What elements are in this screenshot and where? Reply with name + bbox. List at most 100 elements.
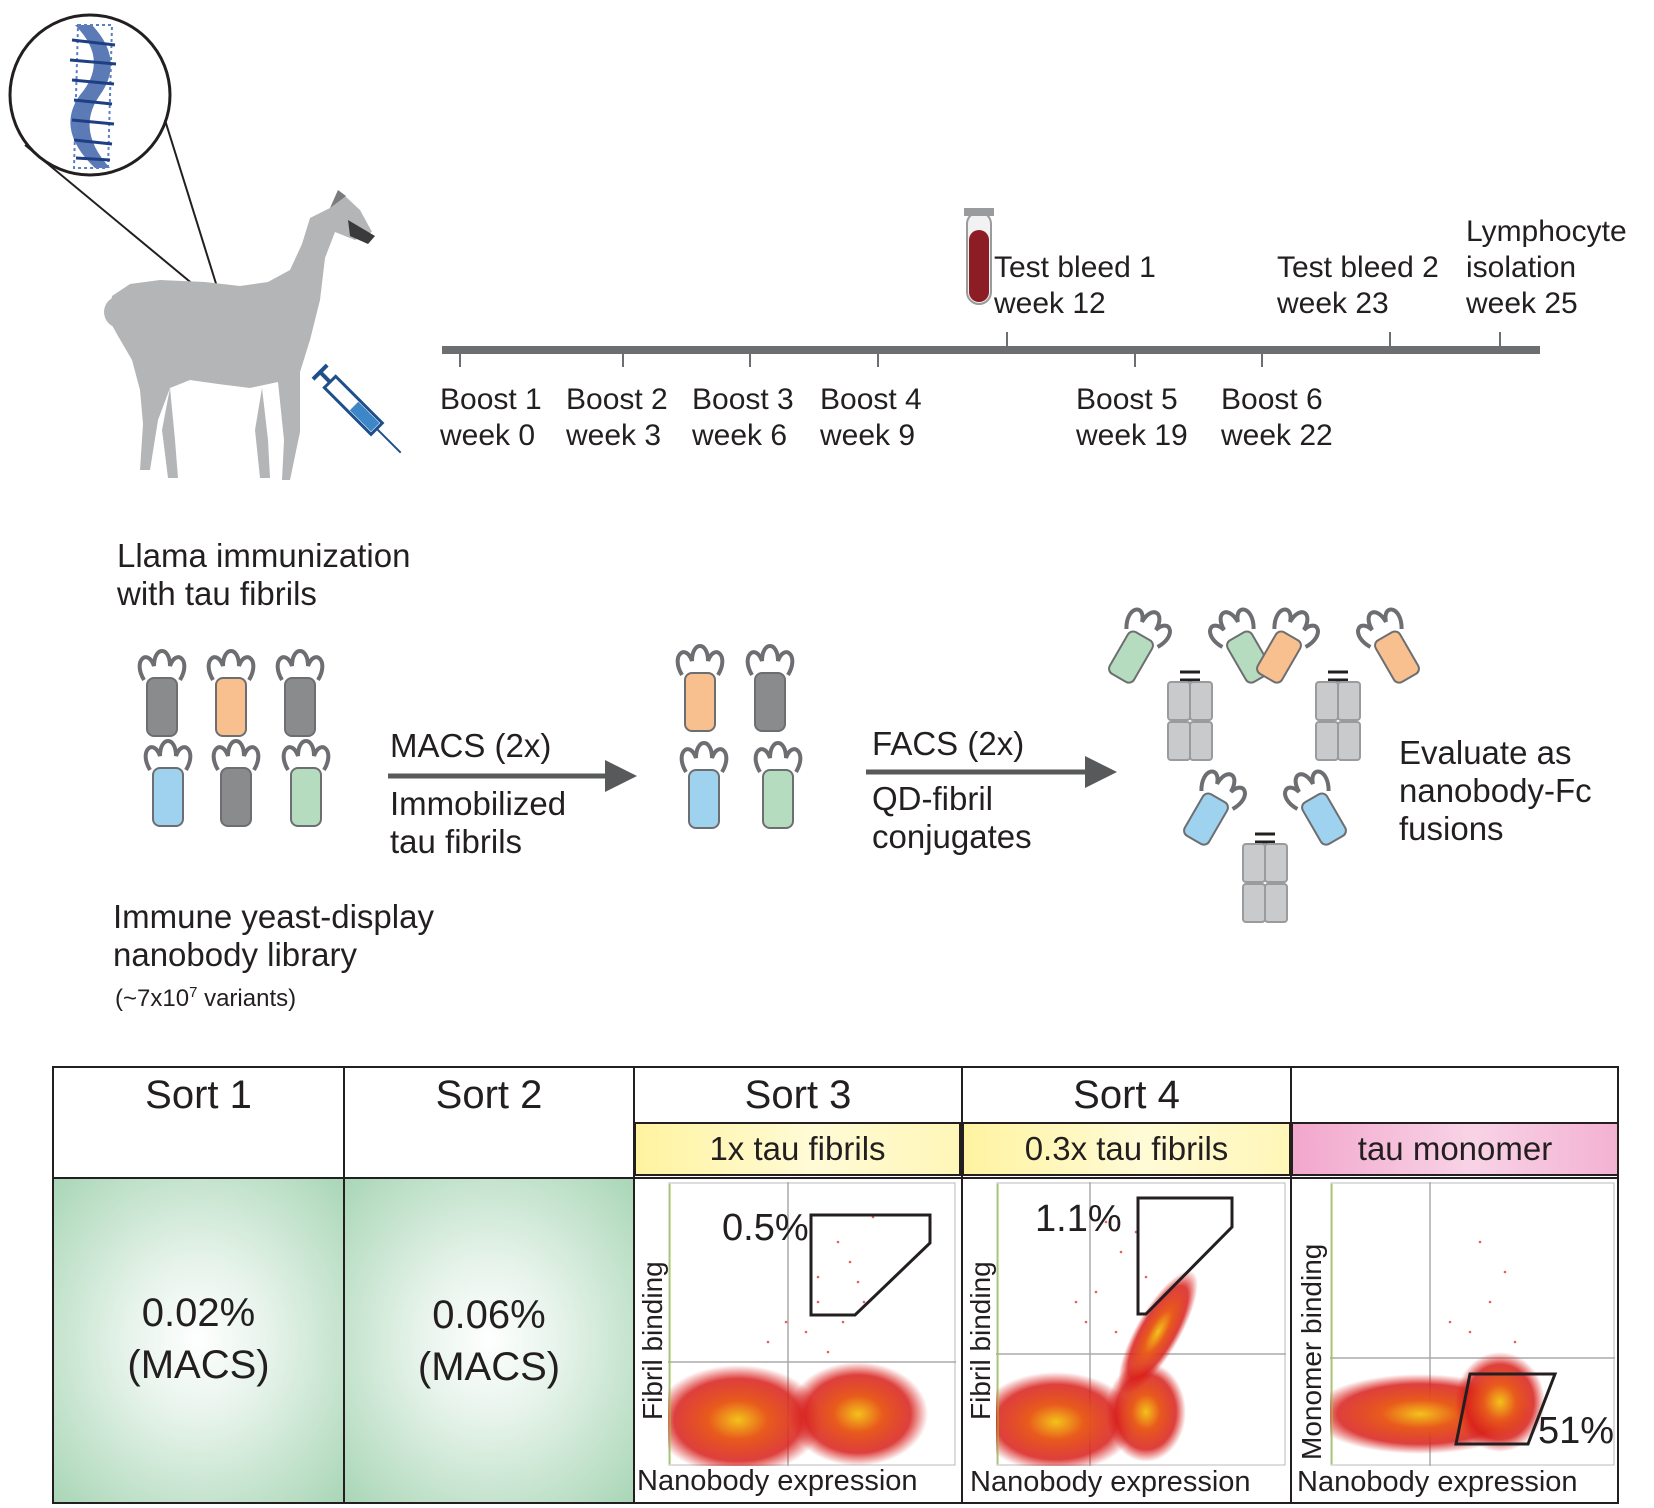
column-divider xyxy=(961,1066,963,1504)
sort-4-gate xyxy=(1136,1196,1234,1316)
evaluate-line: Evaluate as xyxy=(1399,734,1572,771)
sort-4-condition: 0.3x tau fibrils xyxy=(962,1122,1291,1176)
event-label: isolation xyxy=(1466,251,1577,284)
library-size-exponent: 7 xyxy=(189,984,198,1001)
column-divider xyxy=(633,1066,635,1504)
event-boost-2: Boost 2 week 3 xyxy=(566,382,668,454)
sort-4-gate-percent: 1.1% xyxy=(1035,1198,1122,1240)
library-size: (~7x107 variants) xyxy=(115,975,296,1017)
facs-step-top: FACS (2x) xyxy=(872,725,1025,762)
facs-step-bottom: QD-fibril conjugates xyxy=(872,780,1032,856)
event-label: Boost 5 xyxy=(1076,383,1178,416)
event-label: Test bleed 1 xyxy=(994,251,1156,284)
event-label: Boost 6 xyxy=(1221,383,1323,416)
sort-1-result: 0.02% (MACS) xyxy=(54,1287,343,1391)
event-week: week 22 xyxy=(1221,419,1333,452)
step-line: QD-fibril xyxy=(872,780,993,817)
sort-4-flow-plot xyxy=(996,1182,1286,1466)
sort-2-method: (MACS) xyxy=(417,1345,561,1389)
macs-step-top: MACS (2x) xyxy=(390,727,552,764)
sort-2-percent: 0.06% xyxy=(432,1293,546,1337)
event-test-bleed-1: Test bleed 1 week 12 xyxy=(994,250,1156,322)
event-label: Boost 2 xyxy=(566,383,668,416)
blood-tube-icon xyxy=(964,208,994,305)
evaluate-line: fusions xyxy=(1399,810,1504,847)
library-cells xyxy=(137,649,331,827)
event-boost-3: Boost 3 week 6 xyxy=(692,382,794,454)
sort-3-x-axis-label: Nanobody expression xyxy=(637,1465,918,1497)
monomer-gate-percent: 51% xyxy=(1538,1410,1615,1452)
tau-fibril-icon xyxy=(69,24,117,169)
caption-line: Llama immunization xyxy=(117,537,411,574)
sort-4-title: Sort 4 xyxy=(1073,1073,1180,1117)
event-week: week 23 xyxy=(1277,287,1389,320)
enriched-cells xyxy=(675,644,803,829)
sort-3-y-axis-label: Fibril binding xyxy=(637,1261,668,1420)
library-line: Immune yeast-display xyxy=(113,898,434,935)
sort-3-title: Sort 3 xyxy=(744,1073,852,1117)
llama-icon xyxy=(104,190,375,480)
event-label: Test bleed 2 xyxy=(1277,251,1439,284)
nanobody-fc-orange xyxy=(1256,600,1420,761)
evaluate-line: nanobody-Fc xyxy=(1399,772,1592,809)
syringe-icon xyxy=(311,363,402,454)
event-test-bleed-2: Test bleed 2 week 23 xyxy=(1277,250,1439,322)
macs-arrow-icon xyxy=(388,760,637,792)
event-label: Lymphocyte xyxy=(1466,215,1627,248)
event-week: week 19 xyxy=(1076,419,1188,452)
event-week: week 12 xyxy=(994,287,1106,320)
evaluate-caption: Evaluate as nanobody-Fc fusions xyxy=(1399,734,1592,848)
sort-1-cell xyxy=(54,1179,343,1502)
nanobody-fc-blue xyxy=(1183,761,1347,923)
facs-arrow-icon xyxy=(866,756,1117,788)
sort-2-result: 0.06% (MACS) xyxy=(345,1289,633,1393)
monomer-x-axis-label: Nanobody expression xyxy=(1297,1466,1578,1498)
sort-2-title: Sort 2 xyxy=(435,1073,543,1117)
monomer-gate xyxy=(1454,1372,1558,1446)
event-week: week 0 xyxy=(440,419,536,452)
event-boost-6: Boost 6 week 22 xyxy=(1221,382,1333,454)
event-label: Boost 1 xyxy=(440,383,542,416)
nanobody-fc-green xyxy=(1108,600,1272,761)
step-line: conjugates xyxy=(872,818,1032,855)
event-boost-5: Boost 5 week 19 xyxy=(1076,382,1188,454)
immunization-caption: Llama immunization with tau fibrils xyxy=(117,537,410,613)
immunization-timeline xyxy=(442,208,1540,367)
sort-2-cell xyxy=(345,1179,633,1502)
monomer-flow-plot xyxy=(1330,1182,1615,1466)
event-week: week 3 xyxy=(566,419,662,452)
event-boost-4: Boost 4 week 9 xyxy=(820,382,922,454)
sort-3-condition: 1x tau fibrils xyxy=(634,1122,961,1176)
event-week: week 6 xyxy=(692,419,788,452)
caption-line: with tau fibrils xyxy=(117,575,317,612)
selection-workflow xyxy=(137,600,1420,923)
sort-3-gate xyxy=(809,1213,932,1317)
sort-4-x-axis-label: Nanobody expression xyxy=(970,1466,1251,1498)
row-divider xyxy=(52,1177,1619,1179)
sort-1-percent: 0.02% xyxy=(141,1291,256,1335)
sort-table xyxy=(52,1066,1619,1504)
sort-3-gate-percent: 0.5% xyxy=(722,1207,809,1249)
sort-1-title: Sort 1 xyxy=(145,1073,252,1117)
column-divider xyxy=(343,1066,345,1504)
sort-1-method: (MACS) xyxy=(127,1343,270,1387)
event-boost-1: Boost 1 week 0 xyxy=(440,382,542,454)
sort-4-y-axis-label: Fibril binding xyxy=(965,1261,996,1420)
event-week: week 25 xyxy=(1466,287,1578,320)
library-size-suffix: variants) xyxy=(197,985,297,1012)
sort-3-flow-plot xyxy=(668,1182,956,1466)
library-line: nanobody library xyxy=(113,936,357,973)
step-line: Immobilized xyxy=(390,785,567,822)
monomer-y-axis-label: Monomer binding xyxy=(1296,1243,1327,1460)
event-week: week 9 xyxy=(820,419,916,452)
column-divider xyxy=(1290,1066,1292,1504)
step-line: tau fibrils xyxy=(390,823,523,860)
library-caption: Immune yeast-display nanobody library xyxy=(113,898,434,974)
event-label: Boost 4 xyxy=(820,383,922,416)
monomer-condition: tau monomer xyxy=(1291,1122,1619,1176)
event-lymphocyte-isolation: Lymphocyte isolation week 25 xyxy=(1466,214,1627,322)
event-label: Boost 3 xyxy=(692,383,794,416)
library-size-prefix: (~7x10 xyxy=(115,985,190,1012)
macs-step-bottom: Immobilized tau fibrils xyxy=(390,785,566,861)
llama-illustration xyxy=(8,13,402,480)
